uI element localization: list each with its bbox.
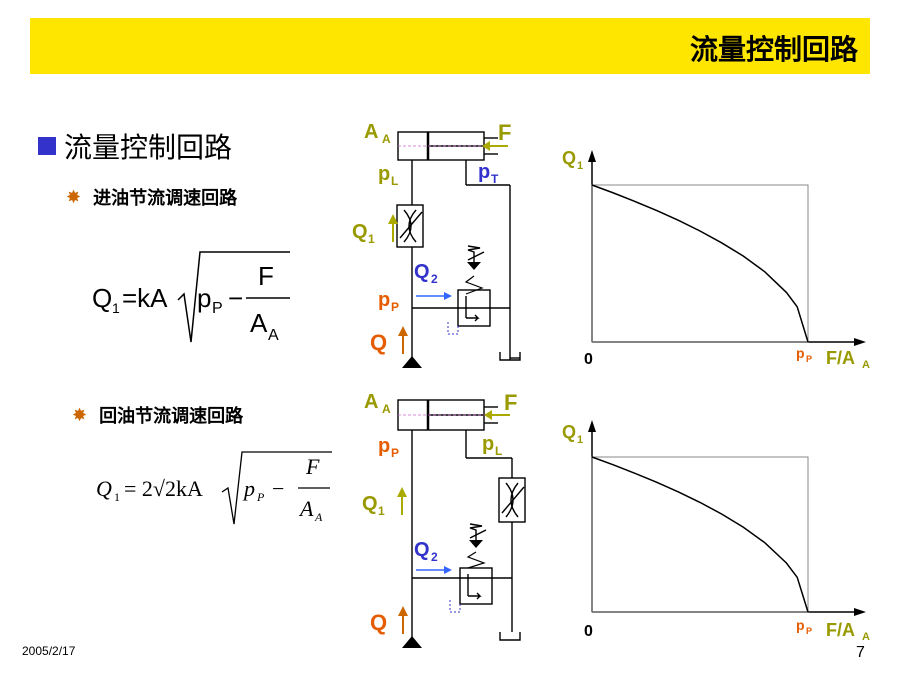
c2-AA-sub: A [382, 402, 391, 416]
chart2-curve [591, 456, 809, 613]
chart2-xlabel: F/A [826, 620, 855, 640]
chart1-ylabel: Q [562, 148, 576, 168]
c1-pP: p [378, 289, 390, 311]
formula2-den: A [298, 496, 314, 521]
circuit1-labels: A A F p L p T Q 1 Q 2 p P Q [352, 120, 511, 355]
circuit2-labels: A A F p P p L Q 1 Q 2 Q [362, 390, 517, 635]
formula2-num: F [305, 454, 320, 479]
c1-Q1-sub: 1 [368, 232, 375, 246]
throttle-valve-2 [498, 477, 526, 523]
chart1-frame [591, 184, 809, 343]
chart1-curve [591, 184, 809, 343]
c1-pT: p [478, 161, 490, 183]
c1-Q2: Q [414, 261, 430, 283]
chart1-ylabel-sub: 1 [577, 160, 583, 172]
chart1-pp: p [796, 345, 805, 361]
formula2-lhs: Q [96, 476, 112, 501]
c2-pP: p [378, 435, 390, 457]
chart-meter-in: Q 1 0 p P F/A A [562, 148, 870, 371]
pump-2-icon [402, 636, 422, 648]
formula2-p-sub: P [256, 490, 265, 504]
chart2-ylabel: Q [562, 422, 576, 442]
footer-date: 2005/2/17 [22, 644, 76, 658]
formula1-eq: =kA [122, 283, 168, 313]
relief-valve-2 [459, 567, 493, 605]
formula-meter-out: Q 1 = 2√2kA p P − F A A [96, 451, 332, 525]
throttle-valve-1 [396, 204, 424, 248]
formula2-eq: = 2√2kA [124, 476, 203, 501]
formula-meter-in: Q 1 =kA p P − F A A [92, 251, 290, 344]
page-number: 7 [856, 644, 865, 661]
c1-pT-sub: T [491, 172, 499, 186]
c1-Q: Q [370, 330, 387, 355]
banner-title: 流量控制回路 [689, 33, 858, 66]
formula1-p: p [197, 283, 211, 313]
chart1-origin: 0 [584, 351, 593, 368]
c2-Q2-sub: 2 [431, 550, 438, 564]
c1-pP-sub: P [391, 300, 399, 314]
c1-pL: p [378, 163, 390, 185]
c2-pL: p [482, 433, 494, 455]
star-bullet-icon: ✸ [72, 404, 88, 426]
pump-1-icon [402, 356, 422, 368]
chart2-frame [591, 456, 809, 613]
chart1-xlabel: F/A [826, 348, 855, 368]
formula2-lhs-sub: 1 [114, 490, 120, 504]
formula1-minus: − [228, 283, 243, 313]
chart1-pp-sub: P [806, 354, 812, 364]
c2-Q: Q [370, 610, 387, 635]
formula1-lhs: Q [92, 283, 112, 313]
relief-valve-1 [457, 289, 491, 327]
formula2-sqrt-sign [221, 451, 332, 525]
subtitle-meter-out-text: 回油节流调速回路 [99, 406, 244, 427]
chart2-pp: p [796, 617, 805, 633]
c2-F: F [504, 390, 517, 415]
title-banner: 流量控制回路 [30, 18, 870, 74]
chart-meter-out: Q 1 0 p P F/A A [562, 420, 870, 643]
formula2-p: p [242, 476, 255, 501]
c2-AA: A [364, 391, 378, 413]
c2-Q1-sub: 1 [378, 504, 385, 518]
formula1-den: A [250, 308, 268, 338]
formula1-lhs-sub: 1 [112, 300, 120, 316]
subtitle-meter-out: ✸ 回油节流调速回路 [72, 402, 243, 428]
circuit-meter-in [388, 131, 521, 368]
chart2-xlabel-sub: A [862, 631, 870, 643]
formula2-den-sub: A [314, 510, 323, 524]
subtitle-meter-in: ✸ 进油节流调速回路 [66, 184, 237, 210]
c1-pL-sub: L [391, 174, 398, 188]
formula1-p-sub: P [212, 300, 223, 317]
c1-Q1: Q [352, 221, 368, 243]
formula1-den-sub: A [268, 327, 279, 344]
c2-Q1: Q [362, 493, 378, 515]
formula1-sqrt-sign [177, 251, 290, 343]
chart2-pp-sub: P [806, 626, 812, 636]
c1-AA: A [364, 121, 378, 143]
c2-pL-sub: L [495, 444, 502, 458]
chart2-origin: 0 [584, 623, 593, 640]
c2-pP-sub: P [391, 446, 399, 460]
section-heading: 流量控制回路 [38, 126, 232, 166]
c2-Q2: Q [414, 539, 430, 561]
c1-F: F [498, 120, 511, 145]
c1-Q2-sub: 2 [431, 272, 438, 286]
formula1-num: F [258, 261, 274, 291]
heading-text: 流量控制回路 [64, 131, 233, 164]
chart2-ylabel-sub: 1 [577, 434, 583, 446]
chart1-xlabel-sub: A [862, 359, 870, 371]
c1-AA-sub: A [382, 132, 391, 146]
star-bullet-icon: ✸ [66, 186, 82, 208]
square-bullet-icon [38, 137, 56, 155]
circuit-meter-out [397, 399, 526, 648]
subtitle-meter-in-text: 进油节流调速回路 [93, 188, 238, 209]
formula2-minus: − [272, 476, 284, 501]
